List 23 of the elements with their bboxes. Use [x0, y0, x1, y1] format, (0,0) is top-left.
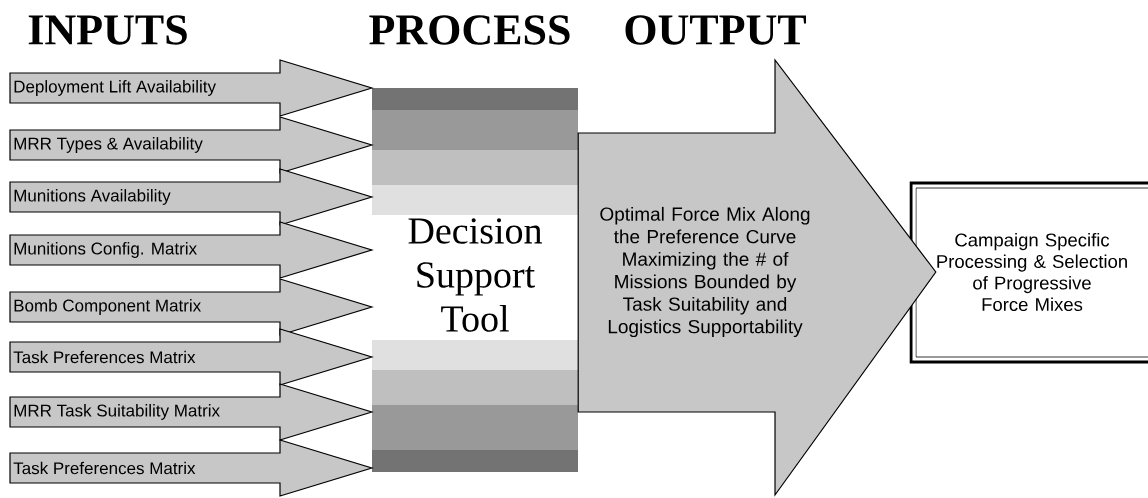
output-arrow	[577, 58, 937, 497]
input-arrow	[9, 59, 374, 117]
input-arrow	[9, 439, 374, 497]
section-heading: PROCESS	[369, 15, 570, 45]
edge-label: Task Preferences Matrix	[13, 461, 196, 475]
output-box: Campaign Specific Processing & Selection of Progressive Force Mixes	[909, 181, 1148, 364]
edge-label: Bomb Component Matrix	[14, 299, 201, 315]
edge-label: Munitions Availability	[14, 189, 171, 205]
input-arrow	[9, 328, 374, 386]
section-heading: OUTPUT	[625, 15, 806, 45]
process-column: Decision Support Tool	[372, 88, 578, 472]
input-arrow	[9, 168, 374, 226]
node-label: Decision Support Tool	[408, 218, 542, 332]
input-arrow	[9, 221, 374, 279]
edge-label: Optimal Force Mix Along the Preference Curve Maximizing the # of Missions Bounded by Task Suitability and Logistics Supportability	[600, 206, 810, 338]
edge-label: MRR Task Suitability Matrix	[14, 404, 220, 420]
edge-label: Task Preferences Matrix	[13, 350, 196, 364]
section-heading: INPUTS	[28, 15, 187, 45]
edge-label: Munitions Config. Matrix	[14, 242, 197, 258]
input-arrow	[9, 383, 374, 441]
edge-label: MRR Types & Availability	[14, 137, 203, 153]
edge-label: Deployment Lift Availability	[14, 80, 216, 96]
input-arrow	[9, 116, 374, 174]
